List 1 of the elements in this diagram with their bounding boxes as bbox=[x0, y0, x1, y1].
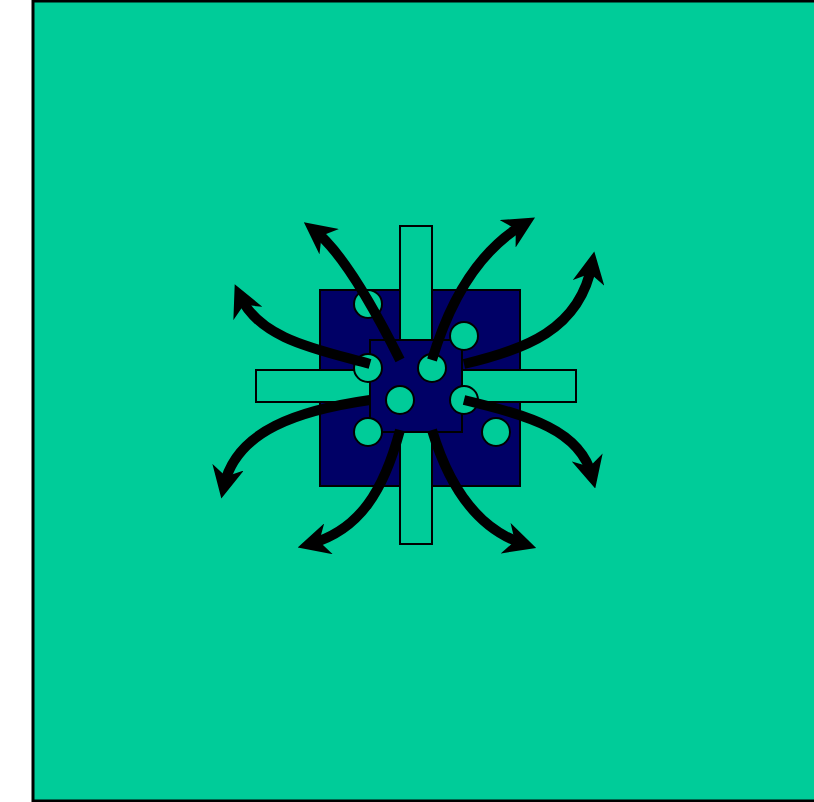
cell-cluster-drawing bbox=[255, 225, 577, 545]
